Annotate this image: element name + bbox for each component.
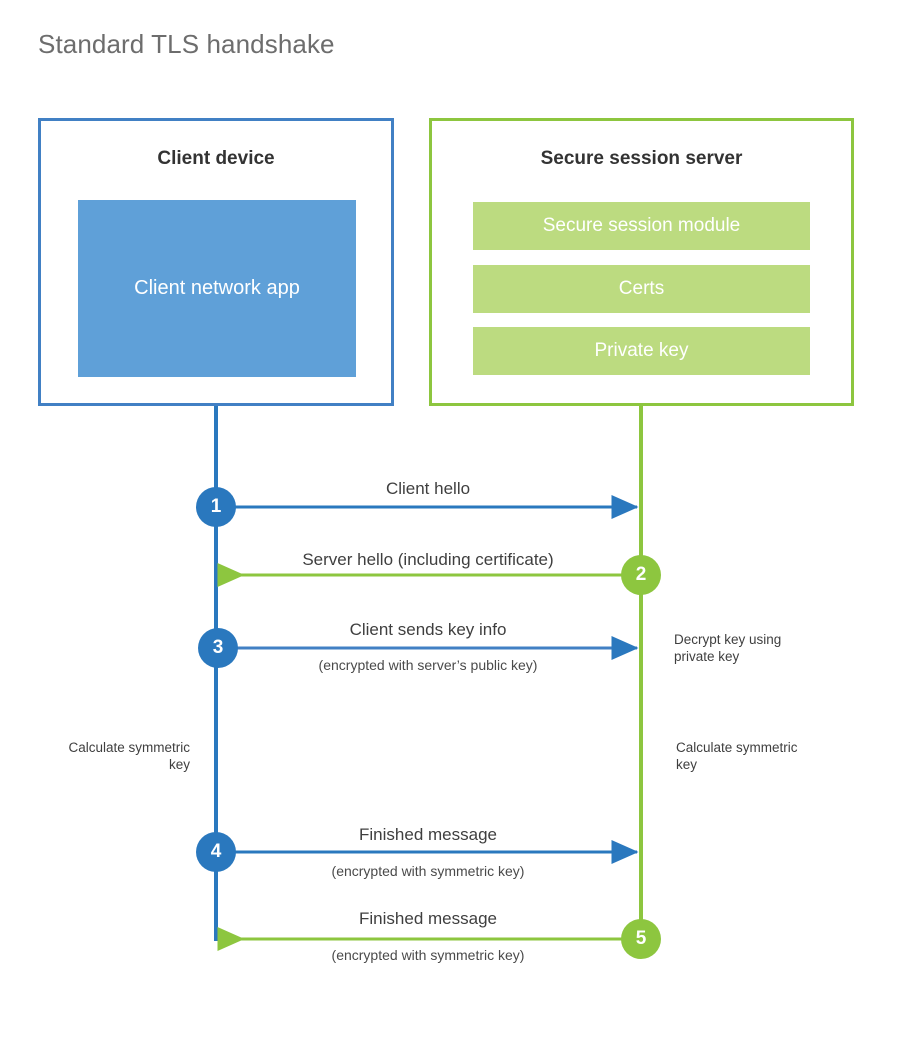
page-title: Standard TLS handshake	[38, 29, 335, 59]
client-network-app-block: Client network app	[78, 200, 356, 377]
server-lifeline	[639, 406, 643, 941]
step-3-sublabel: (encrypted with server’s public key)	[318, 657, 538, 673]
client-device-box: Client device Client network app	[38, 118, 394, 406]
step-number-4[interactable]: 4	[196, 832, 236, 872]
step-1-label: Client hello	[385, 479, 471, 498]
annotation-decrypt-key: Decrypt key using private key	[674, 632, 782, 665]
server-component-secure-session-module: Secure session module	[473, 202, 810, 250]
step-4-label: Finished message	[359, 825, 497, 844]
step-number-2[interactable]: 2	[621, 555, 661, 595]
annotation-server-calculate-symmetric-key: Calculate symmetric key	[676, 740, 798, 773]
server-component-private-key: Private key	[473, 327, 810, 375]
step-3-label: Client sends key info	[349, 620, 507, 639]
server-component-certs: Certs	[473, 265, 810, 313]
client-device-title: Client device	[157, 148, 275, 169]
secure-session-server-box: Secure session server Secure session mod…	[429, 118, 854, 406]
step-number-1[interactable]: 1	[196, 487, 236, 527]
client-lifeline	[214, 406, 218, 941]
step-5-sublabel: (encrypted with symmetric key)	[331, 947, 525, 963]
step-4-sublabel: (encrypted with symmetric key)	[331, 863, 525, 879]
step-number-5[interactable]: 5	[621, 919, 661, 959]
annotation-client-calculate-symmetric-key: Calculate symmetric key	[68, 740, 190, 773]
step-2-label: Server hello (including certificate)	[302, 550, 554, 569]
step-number-3[interactable]: 3	[198, 628, 238, 668]
secure-session-server-title: Secure session server	[540, 148, 743, 169]
step-5-label: Finished message	[359, 909, 497, 928]
